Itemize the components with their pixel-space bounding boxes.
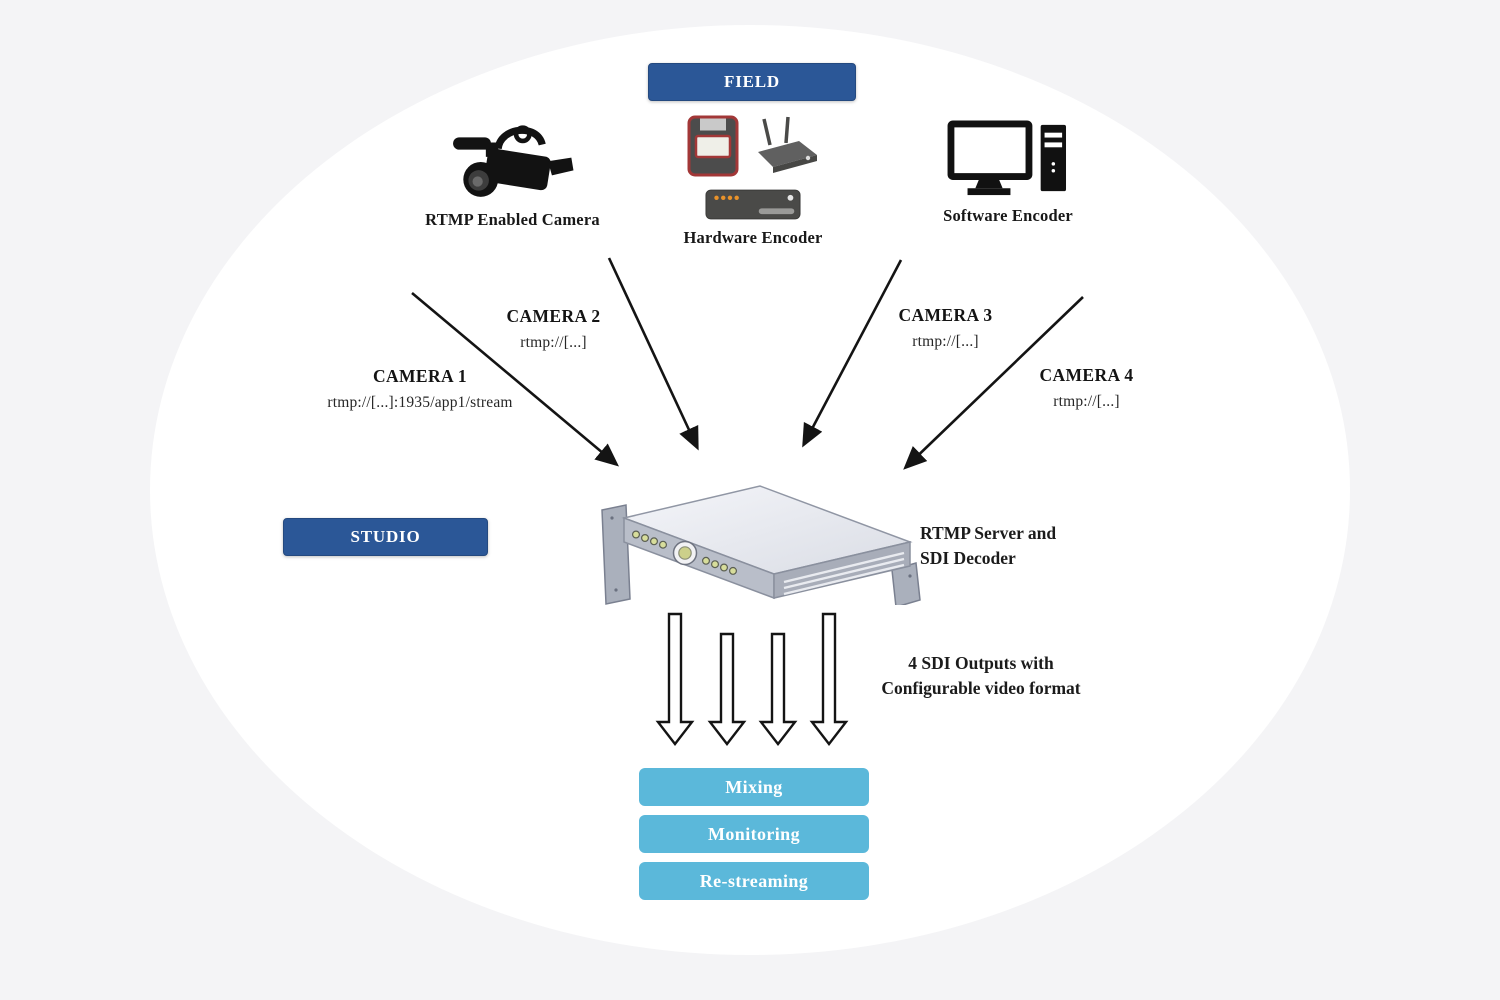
stream-camera-4: CAMERA 4 rtmp://[...] (994, 365, 1179, 411)
camera-4-name: CAMERA 4 (1039, 365, 1134, 385)
camera-2-name: CAMERA 2 (506, 306, 601, 326)
desktop-computer-icon (947, 120, 1069, 198)
sdi-outputs-note: 4 SDI Outputs with Configurable video fo… (850, 651, 1112, 701)
destination-monitoring-label: Monitoring (708, 823, 800, 844)
field-zone-label: FIELD (724, 72, 780, 91)
source-label-software-encoder: Software Encoder (943, 206, 1073, 225)
stream-camera-3: CAMERA 3 rtmp://[...] (853, 305, 1038, 351)
sdi-outputs-note-line2: Configurable video format (881, 678, 1081, 698)
camera-3-name: CAMERA 3 (898, 305, 993, 325)
destination-restreaming-label: Re-streaming (699, 870, 809, 891)
video-camera-icon (450, 122, 575, 204)
server-label: RTMP Server and SDI Decoder (920, 521, 1056, 571)
rack-server-icon (592, 480, 922, 605)
camera-2-url: rtmp://[...] (520, 334, 587, 351)
source-rtmp-camera: RTMP Enabled Camera (410, 122, 615, 230)
stream-camera-1: CAMERA 1 rtmp://[...]:1935/app1/stream (290, 366, 550, 412)
portable-encoder-icon (687, 115, 739, 177)
destination-restreaming: Re-streaming (639, 862, 869, 900)
rack-encoder-icon (705, 189, 801, 220)
field-zone-badge: FIELD (648, 63, 856, 101)
studio-zone-badge: STUDIO (283, 518, 488, 556)
destination-mixing-label: Mixing (725, 776, 783, 797)
source-label-rtmp-camera: RTMP Enabled Camera (425, 210, 600, 229)
sdi-outputs-note-line1: 4 SDI Outputs with (908, 653, 1054, 673)
destination-monitoring: Monitoring (639, 815, 869, 853)
source-software-encoder: Software Encoder (918, 120, 1098, 226)
studio-zone-label: STUDIO (350, 527, 421, 546)
source-label-hardware-encoder: Hardware Encoder (683, 228, 823, 247)
camera-4-url: rtmp://[...] (1053, 393, 1120, 410)
camera-1-name: CAMERA 1 (372, 366, 468, 386)
camera-3-url: rtmp://[...] (912, 333, 979, 350)
wireless-router-icon (753, 115, 819, 173)
server-label-line2: SDI Decoder (920, 548, 1016, 568)
source-hardware-encoder: Hardware Encoder (662, 115, 844, 248)
camera-1-url: rtmp://[...]:1935/app1/stream (327, 394, 513, 411)
stream-camera-2: CAMERA 2 rtmp://[...] (461, 306, 646, 352)
server-label-line1: RTMP Server and (920, 523, 1057, 543)
destination-mixing: Mixing (639, 768, 869, 806)
